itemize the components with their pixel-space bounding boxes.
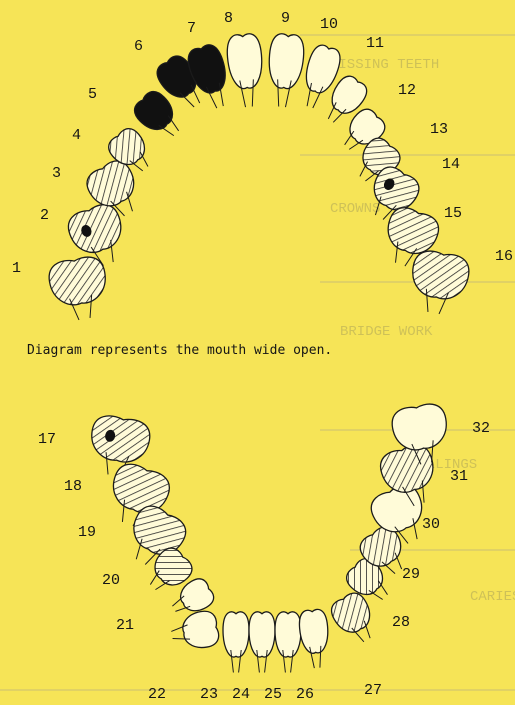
tooth-32-outline [390, 401, 451, 453]
bleed-bridge: BRIDGE WORK [340, 324, 433, 340]
tooth-number-9: 9 [281, 10, 290, 27]
tooth-16-outline [409, 248, 472, 302]
tooth-number-29: 29 [402, 566, 420, 583]
tooth-number-25: 25 [264, 686, 282, 703]
bleed-missing: MISSING TEETH [330, 57, 439, 73]
tooth-number-20: 20 [102, 572, 120, 589]
tooth-26-outline [298, 609, 330, 655]
tooth-22-outline [180, 609, 220, 650]
tooth-number-14: 14 [442, 156, 460, 173]
tooth-24 [249, 612, 275, 673]
tooth-24-outline [249, 612, 275, 657]
tooth-1 [46, 254, 112, 323]
tooth-number-16: 16 [495, 248, 513, 265]
lower-arch [85, 401, 453, 672]
tooth-22 [169, 609, 221, 652]
tooth-number-28: 28 [392, 614, 410, 631]
tooth-number-2: 2 [40, 207, 49, 224]
tooth-number-8: 8 [224, 10, 233, 27]
tooth-8-outline [226, 33, 265, 90]
bleed-crowns: CROWNS [330, 201, 380, 217]
tooth-9-outline [267, 33, 306, 90]
tooth-number-13: 13 [430, 121, 448, 138]
tooth-16 [406, 248, 472, 317]
tooth-number-22: 22 [148, 686, 166, 703]
upper-arch [46, 33, 471, 324]
bleed-caries: CARIES [470, 589, 515, 605]
tooth-number-3: 3 [52, 165, 61, 182]
tooth-number-19: 19 [78, 524, 96, 541]
tooth-number-24: 24 [232, 686, 250, 703]
tooth-number-32: 32 [472, 420, 490, 437]
tooth-number-4: 4 [72, 127, 81, 144]
tooth-17-outline [88, 413, 153, 466]
tooth-23 [223, 612, 249, 673]
tooth-number-12: 12 [398, 82, 416, 99]
tooth-number-18: 18 [64, 478, 82, 495]
tooth-1-outline [46, 254, 109, 308]
tooth-27-outline [327, 589, 376, 638]
tooth-number-1: 1 [12, 260, 21, 277]
tooth-number-30: 30 [422, 516, 440, 533]
tooth-31-outline [376, 441, 439, 498]
tooth-25 [275, 612, 301, 673]
tooth-number-15: 15 [444, 205, 462, 222]
tooth-number-23: 23 [200, 686, 218, 703]
tooth-number-31: 31 [450, 468, 468, 485]
tooth-number-10: 10 [320, 16, 338, 33]
tooth-number-6: 6 [134, 38, 143, 55]
tooth-number-26: 26 [296, 686, 314, 703]
tooth-9 [265, 33, 305, 108]
tooth-23-outline [223, 612, 249, 657]
tooth-number-5: 5 [88, 86, 97, 103]
diagram-caption: Diagram represents the mouth wide open. [27, 343, 332, 358]
tooth-number-17: 17 [38, 431, 56, 448]
tooth-26 [298, 609, 331, 669]
tooth-number-11: 11 [366, 35, 384, 52]
tooth-number-21: 21 [116, 617, 134, 634]
tooth-25-outline [275, 612, 301, 657]
tooth-8 [226, 33, 266, 108]
tooth-27 [327, 589, 382, 649]
tooth-number-27: 27 [364, 682, 382, 699]
tooth-number-7: 7 [187, 20, 196, 37]
